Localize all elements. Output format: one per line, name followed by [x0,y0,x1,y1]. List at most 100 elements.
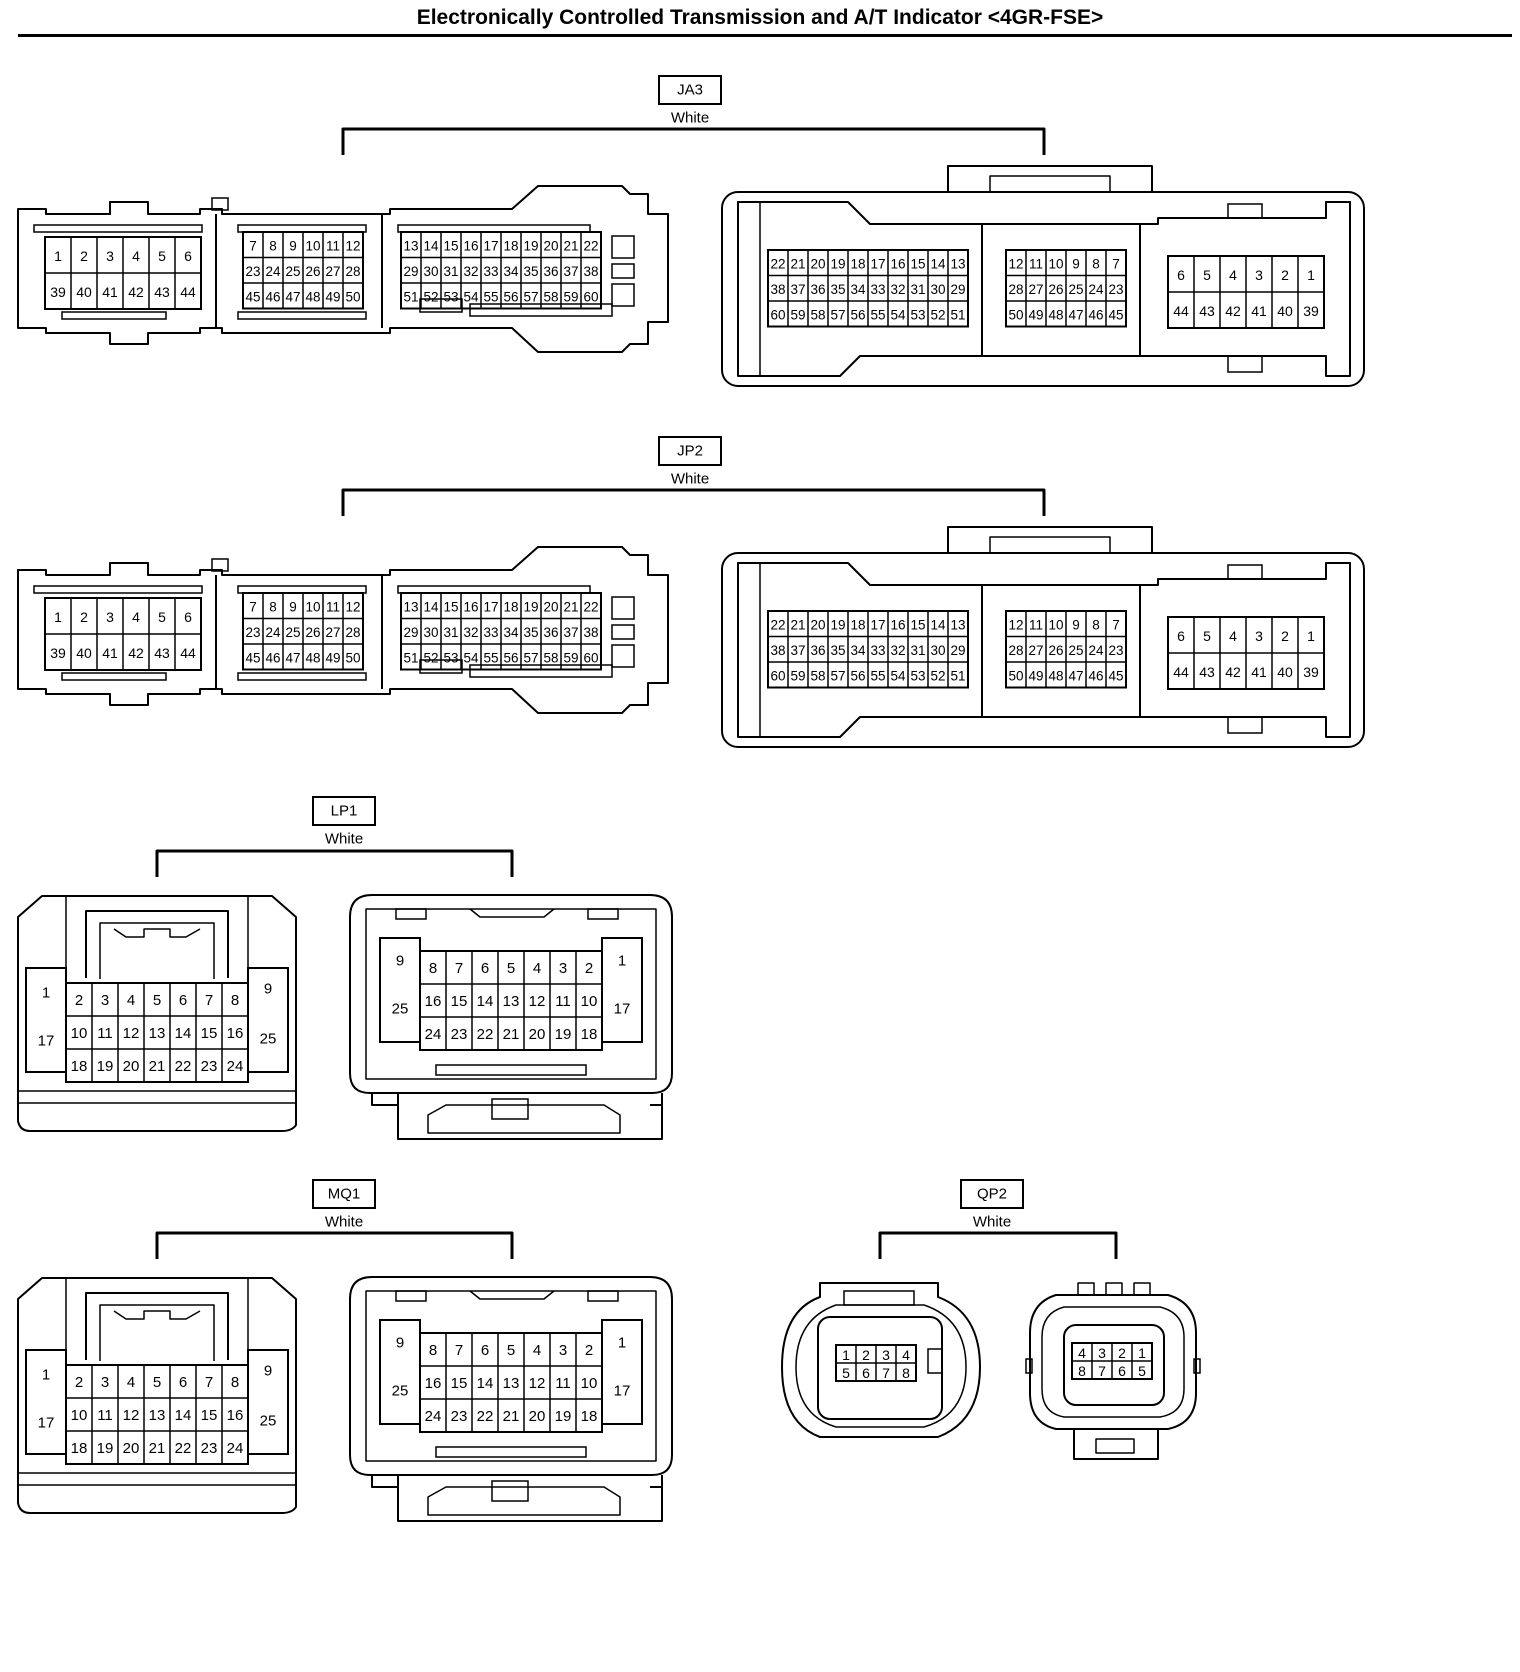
connector-bracket [341,127,1046,155]
pin-number: 45 [245,289,260,304]
pin-number: 36 [810,643,825,658]
pin-number: 22 [175,1058,192,1075]
pin-number: 31 [443,264,458,279]
pin-number: 27 [1028,282,1043,297]
pin-number: 19 [555,1026,572,1043]
pin-number: 16 [890,617,905,632]
pin-number: 11 [97,1025,113,1042]
pin-number: 4 [1078,1345,1086,1361]
pin-number: 38 [583,625,598,640]
pin-number: 22 [770,256,785,271]
connector-color: White [325,1214,363,1231]
pin-number: 60 [770,307,785,322]
pin-number: 50 [345,289,360,304]
pin-number: 9 [1072,617,1080,632]
connector-color: White [973,1214,1011,1231]
pin-number: 20 [543,599,558,614]
pin-number: 22 [583,599,598,614]
pin-number: 9 [396,953,404,970]
pin-number: 55 [483,289,498,304]
latch-slot [435,1446,587,1458]
pin-number: 19 [830,617,845,632]
pin-number: 6 [862,1365,870,1381]
latch-slot [61,311,167,320]
pin-number: 46 [1088,668,1103,683]
pin-number: 10 [71,1025,88,1042]
pin-number: 36 [543,264,558,279]
pin-number: 42 [1225,664,1241,680]
pin-number: 35 [523,264,538,279]
pin-number: 39 [1303,664,1319,680]
pin-number: 34 [850,643,866,658]
latch-frame [85,910,229,978]
pin-number: 59 [790,668,805,683]
pin-number: 57 [523,289,538,304]
pin-number: 1 [842,1347,850,1363]
pin-number: 3 [101,1374,109,1391]
pin-number: 59 [563,650,578,665]
pin-number: 10 [305,599,320,614]
pin-number: 12 [345,238,360,253]
pin-number: 21 [503,1026,520,1043]
pin-number: 19 [523,599,538,614]
pin-grid-frame [419,1332,603,1433]
pin-number: 1 [1307,267,1315,283]
pin-number: 32 [890,643,905,658]
pin-number: 19 [523,238,538,253]
pin-number: 3 [1098,1345,1106,1361]
pin-number: 51 [950,668,965,683]
pin-number: 11 [1029,617,1043,632]
pin-number: 49 [1028,668,1043,683]
housing-tab [1193,1358,1201,1374]
housing-inner-shell [795,1304,967,1428]
pin-number: 5 [842,1365,850,1381]
housing-top-lock [1077,1282,1151,1296]
pin-number: 28 [345,625,360,640]
pin-number: 5 [507,1342,515,1359]
pin-number: 20 [543,238,558,253]
pin-number: 8 [231,992,239,1009]
pin-number: 23 [245,264,260,279]
pin-number: 11 [555,993,571,1010]
pin-number: 1 [42,1367,50,1384]
pin-number: 43 [154,645,170,661]
connector-id: LP1 [331,803,358,820]
housing-outline-male [721,191,1365,387]
pin-number: 45 [1108,307,1123,322]
housing-divider [981,224,1141,356]
pin-number: 17 [870,256,885,271]
pin-number: 33 [483,264,498,279]
housing-divider [215,214,383,328]
pin-number: 55 [483,650,498,665]
pin-number: 10 [1048,256,1063,271]
pin-number: 1 [42,985,50,1002]
pin-number: 19 [830,256,845,271]
pin-number: 22 [583,238,598,253]
pin-number: 12 [123,1025,140,1042]
pin-number: 9 [264,981,272,998]
pin-number: 22 [770,617,785,632]
connector-color: White [671,110,709,127]
pin-number: 41 [102,284,118,300]
pin-number: 50 [1008,307,1023,322]
pin-number: 18 [503,238,518,253]
housing-outline-male [1029,1294,1197,1430]
pin-number: 52 [423,650,438,665]
pin-number: 8 [231,1374,239,1391]
pin-number: 40 [76,645,92,661]
pin-number: 33 [483,625,498,640]
pin-number: 54 [890,307,906,322]
pin-number: 16 [463,238,478,253]
pin-number: 9 [289,238,297,253]
pin-number: 9 [1072,256,1080,271]
pin-number: 21 [790,256,805,271]
